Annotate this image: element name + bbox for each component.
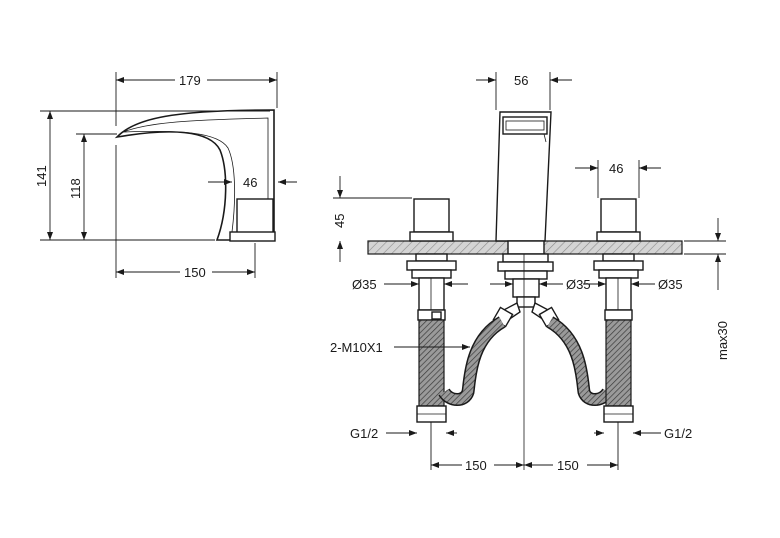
left-valve (406, 198, 457, 423)
left-handle (413, 198, 450, 233)
dim-118-label: 118 (68, 178, 83, 199)
side-handle (236, 198, 274, 238)
front-view: 56 46 45 Ø35 Ø35 Ø35 (330, 72, 730, 473)
dim-150-left-label: 150 (465, 458, 487, 473)
dim-dia-right-label: Ø35 (658, 277, 683, 292)
dim-141-label: 141 (34, 165, 49, 187)
dim-45-label: 45 (332, 214, 347, 228)
right-handle (600, 198, 637, 233)
spout-aerator (502, 116, 548, 135)
dim-150-right-label: 150 (557, 458, 579, 473)
side-spout-outline (114, 109, 275, 241)
thread-label: 2-M10X1 (330, 340, 383, 355)
dim-dia-center-label: Ø35 (566, 277, 591, 292)
dim-dia-left-label: Ø35 (352, 277, 377, 292)
center-spout (492, 111, 560, 328)
dim-179-label: 179 (179, 73, 201, 88)
dim-56-label: 56 (514, 73, 528, 88)
side-spout-inner (122, 117, 269, 233)
side-view: 179 141 118 46 150 (34, 72, 297, 280)
dim-46-side-label: 46 (243, 175, 257, 190)
g12-right-label: G1/2 (664, 426, 692, 441)
deck-max30-label: max30 (715, 321, 730, 360)
right-valve (593, 198, 644, 423)
dim-150-side-label: 150 (184, 265, 206, 280)
side-base (229, 231, 276, 242)
dim-46-front-label: 46 (609, 161, 623, 176)
g12-left-label: G1/2 (350, 426, 378, 441)
